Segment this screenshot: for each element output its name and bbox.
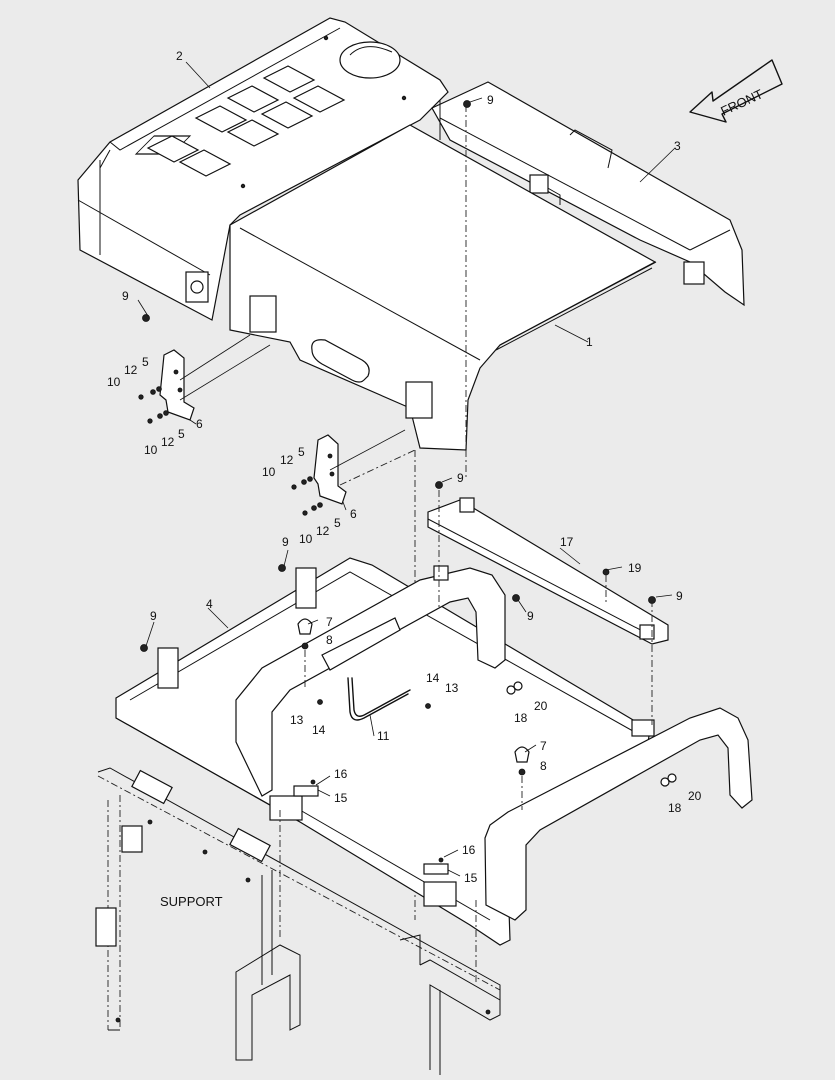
callout-7: 7 [540,739,547,753]
callout-18: 18 [514,711,528,725]
callout-4: 4 [206,597,213,611]
callout-2: 2 [176,49,183,63]
callout-16: 16 [334,767,348,781]
hood-cover [77,17,449,321]
callouts: 2 1 3 4 5 5 5 5 6 6 7 7 8 8 9 9 9 9 9 9 … [107,49,702,885]
callout-1: 1 [586,335,593,349]
callout-15: 15 [334,791,348,805]
callout-9: 9 [487,93,494,107]
callout-15: 15 [464,871,478,885]
callout-14: 14 [426,671,440,685]
lower-frame [115,557,753,946]
support-label: SUPPORT [160,894,223,909]
callout-9: 9 [282,535,289,549]
hinge-right [313,434,347,505]
rod [347,677,411,721]
callout-5: 5 [178,427,185,441]
callout-13: 13 [290,713,304,727]
support-frame: SUPPORT [95,767,501,1075]
hinge-left [159,349,195,421]
callout-9: 9 [527,609,534,623]
callout-8: 8 [326,633,333,647]
callout-12: 12 [124,363,138,377]
callout-9: 9 [150,609,157,623]
callout-16: 16 [462,843,476,857]
callout-5: 5 [142,355,149,369]
cross-member [427,497,669,645]
front-label: FRONT [718,86,765,119]
callout-10: 10 [107,375,121,389]
callout-10: 10 [262,465,276,479]
assembly-lines-lower [279,490,653,985]
callout-19: 19 [628,561,642,575]
callout-3: 3 [674,139,681,153]
leader-lines [137,61,676,877]
rear-cover [431,81,745,307]
callout-5: 5 [334,516,341,530]
callout-6: 6 [196,417,203,431]
callout-7: 7 [326,615,333,629]
callout-10: 10 [299,532,313,546]
callout-5: 5 [298,445,305,459]
callout-11: 11 [377,729,390,743]
callout-12: 12 [316,524,330,538]
callout-14: 14 [312,723,326,737]
callout-12: 12 [280,453,294,467]
front-arrow: FRONT [689,59,783,123]
callout-20: 20 [534,699,548,713]
callout-9: 9 [676,589,683,603]
callout-18: 18 [668,801,682,815]
lower-hardware [140,100,677,875]
callout-20: 20 [688,789,702,803]
side-cover-panel [229,124,657,451]
callout-13: 13 [445,681,459,695]
callout-8: 8 [540,759,547,773]
hinge-hardware [138,386,323,516]
callout-6: 6 [350,507,357,521]
callout-17: 17 [560,535,574,549]
callout-9: 9 [457,471,464,485]
callout-10: 10 [144,443,158,457]
callout-9: 9 [122,289,129,303]
callout-12: 12 [161,435,175,449]
